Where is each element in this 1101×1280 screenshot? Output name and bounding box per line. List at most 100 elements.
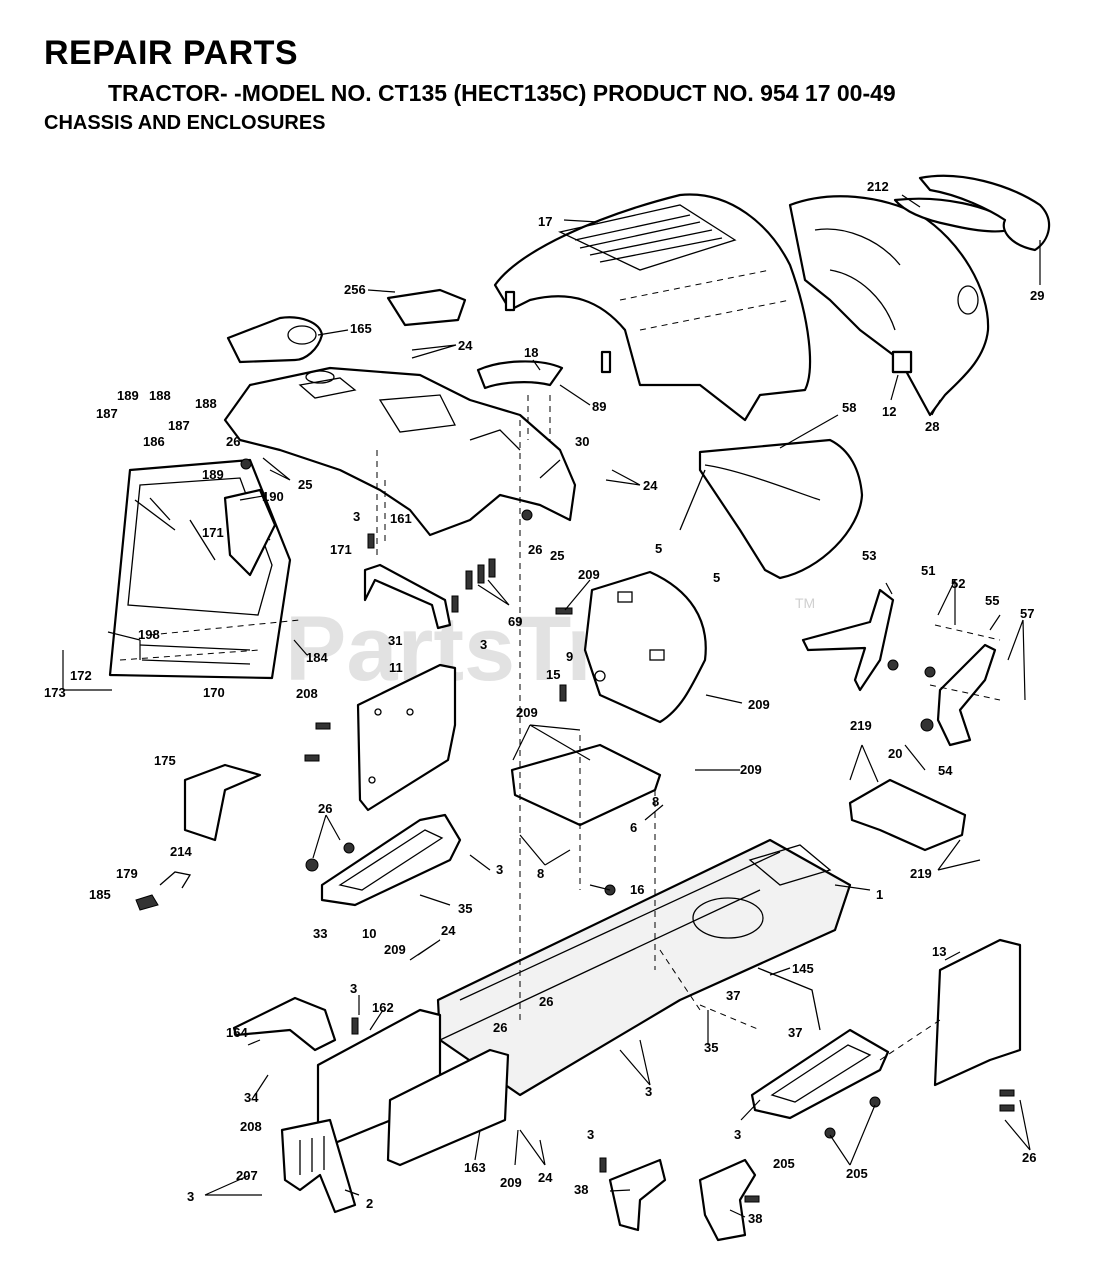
callout-209-c: 209 [516, 705, 538, 720]
callout-57: 57 [1020, 606, 1034, 621]
hood-bracket-left-part [801, 588, 895, 692]
callout-188-a: 188 [149, 388, 171, 403]
callout-9: 9 [566, 649, 573, 664]
callout-205-a: 3 [587, 1127, 594, 1142]
callout-12: 12 [882, 404, 896, 419]
callout-35-b: 3 [645, 1084, 652, 1099]
callout-162: 162 [372, 1000, 394, 1015]
callout-26-f: 205 [846, 1166, 868, 1181]
callout-188-b: 188 [195, 396, 217, 411]
callout-165: 165 [350, 321, 372, 336]
hood-bracket-right-part [936, 643, 997, 747]
callout-175: 175 [154, 753, 176, 768]
footrest-right-part [750, 1028, 890, 1120]
callout-31: 31 [388, 633, 402, 648]
callout-11: 11 [389, 660, 403, 675]
knob-185-part [135, 894, 159, 911]
page-title: REPAIR PARTS [44, 34, 299, 72]
callout-172: 172 [70, 668, 92, 683]
pivot-bracket-part [848, 778, 967, 852]
front-support-part [280, 1118, 357, 1214]
side-plate-163-part [386, 1048, 510, 1167]
side-panel-11-part [356, 663, 457, 812]
callout-209-d: 209 [740, 762, 762, 777]
callout-208-a: 208 [296, 686, 318, 701]
callout-171-b: 171 [330, 542, 352, 557]
callout-189-a: 189 [117, 388, 139, 403]
cup-holder-part [226, 316, 324, 364]
callout-33: 33 [313, 926, 327, 941]
cover-plate-part [386, 288, 467, 327]
callout-30: 30 [575, 434, 589, 449]
callout-89: 89 [592, 399, 606, 414]
callout-20: 20 [888, 746, 902, 761]
hood-part [493, 193, 812, 422]
callout-3-a: 3 [353, 509, 360, 524]
callout-185: 185 [89, 887, 111, 902]
headlight-lens-part [893, 174, 1051, 252]
callout-3-f: 34 [244, 1090, 259, 1105]
callout-24-d: 24 [538, 1170, 553, 1185]
callout-24-c: 24 [441, 923, 456, 938]
footrest-left-part [320, 813, 462, 907]
callout-173: 173 [44, 685, 66, 700]
callout-212: 212 [867, 179, 889, 194]
callout-219-a: 219 [850, 718, 872, 733]
callout-26-e: 26 [493, 1020, 507, 1035]
callout-209-b: 209 [748, 697, 770, 712]
callout-209-f: 209 [500, 1175, 522, 1190]
callout-26-b: 26 [528, 542, 542, 557]
bracket-38-right-part [698, 1158, 757, 1242]
callout-24-b: 24 [643, 478, 658, 493]
callout-24-a: 24 [458, 338, 473, 353]
callout-37-b: 37 [788, 1025, 802, 1040]
callout-208-b: 26 [1022, 1150, 1036, 1165]
dash-shield-part [679, 438, 864, 580]
callout-29: 29 [1030, 288, 1044, 303]
callout-38-a: 38 [574, 1182, 588, 1197]
callout-187-b: 187 [168, 418, 190, 433]
callout-1: 1 [876, 887, 883, 902]
model-subtitle: TRACTOR- -MODEL NO. CT135 (HECT135C) PRO… [108, 80, 896, 106]
callout-179: 179 [116, 866, 138, 881]
callout-28: 28 [925, 419, 939, 434]
bracket-164-part [232, 996, 337, 1052]
callout-3-d: 3 [350, 981, 357, 996]
callout-labels: 17 212 29 256 165 24 18 89 12 28 58 189 … [44, 179, 1044, 1226]
callout-51: 51 [921, 563, 935, 578]
callout-3-h: 3 [187, 1189, 194, 1204]
callout-207: 207 [236, 1168, 258, 1183]
callout-209-e: 209 [384, 942, 406, 957]
grille-part [788, 195, 990, 417]
callout-8-a: 8 [652, 794, 659, 809]
callout-53: 53 [862, 548, 876, 563]
callout-187-a: 187 [96, 406, 118, 421]
watermark-tm: TM [795, 595, 815, 611]
fender-part [223, 366, 577, 537]
side-plate-13-part [933, 938, 1022, 1087]
main-frame-part [436, 838, 852, 1097]
callout-145: 145 [792, 961, 814, 976]
steering-support-part [583, 570, 707, 724]
callout-3-g: 208 [240, 1119, 262, 1134]
callout-171-a: 171 [202, 525, 224, 540]
callout-13: 13 [932, 944, 946, 959]
callout-58: 58 [842, 400, 856, 415]
callout-18: 18 [524, 345, 538, 360]
callout-219-b: 219 [910, 866, 932, 881]
callout-10: 10 [362, 926, 376, 941]
callout-35-a: 35 [458, 901, 472, 916]
leader-lines [62, 194, 1041, 1218]
callout-26-d: 26 [539, 994, 553, 1009]
callout-209-a: 209 [578, 567, 600, 582]
callout-163: 163 [464, 1160, 486, 1175]
assembly-lines [119, 395, 1001, 1061]
rod-145-part [757, 967, 821, 1031]
callout-16: 16 [630, 882, 644, 897]
callout-34: 3 [734, 1127, 741, 1142]
callout-26-c: 26 [318, 801, 332, 816]
callout-38-b: 38 [748, 1211, 762, 1226]
heat-shield-175-part [183, 763, 262, 842]
bracket-38-left-part [608, 1158, 667, 1232]
